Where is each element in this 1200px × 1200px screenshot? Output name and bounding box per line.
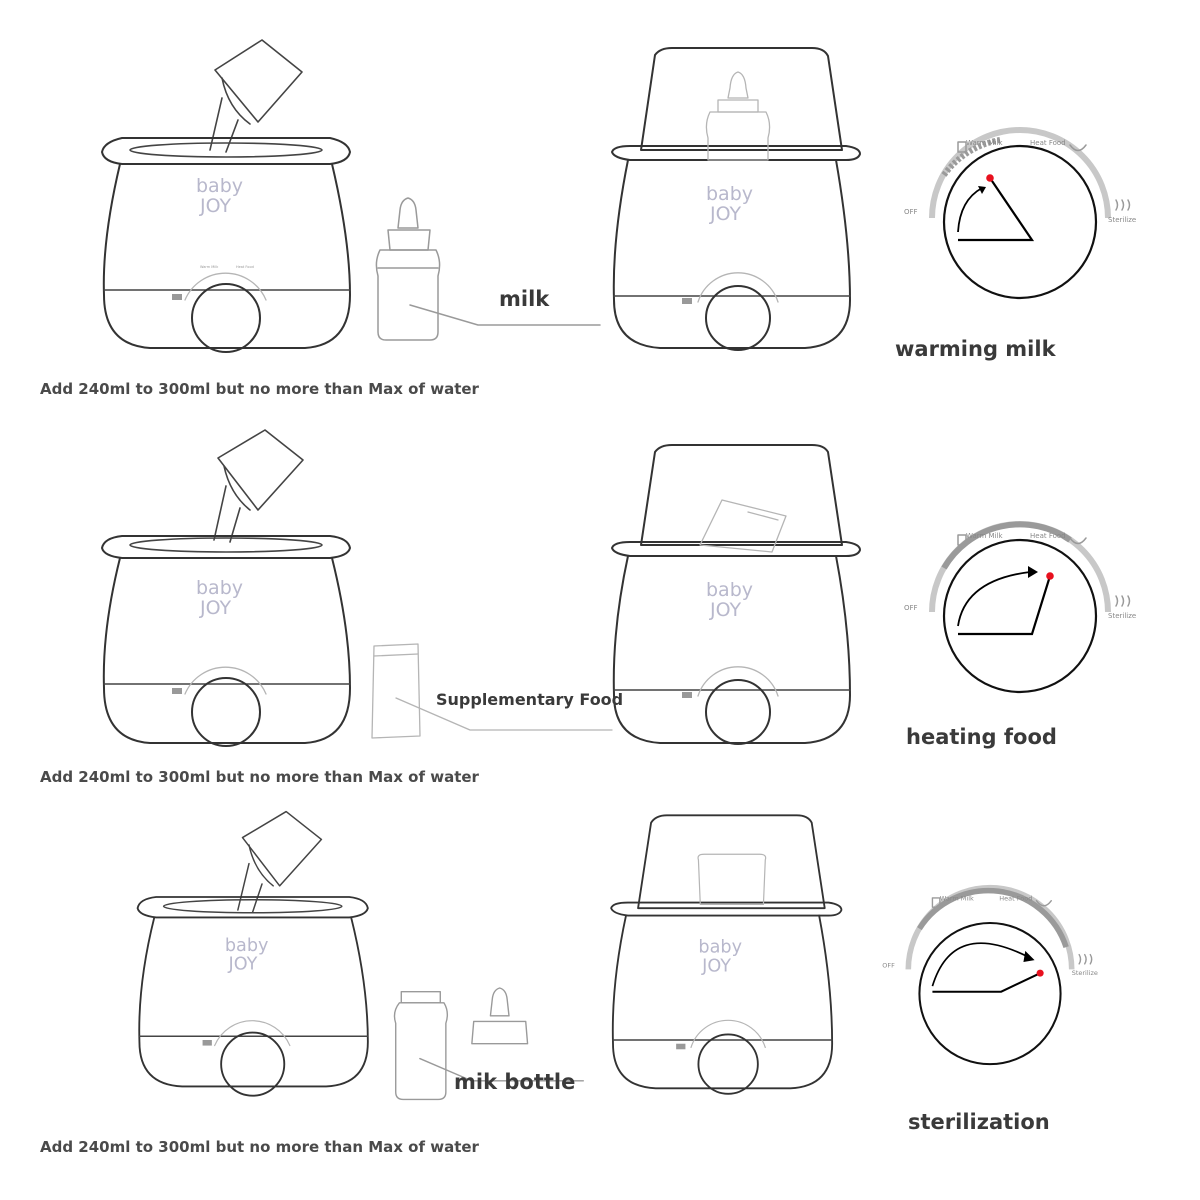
mode-label: heating food	[906, 725, 1057, 749]
warmer-with-lid-icon: baby JOY	[611, 444, 861, 745]
svg-text:OFF: OFF	[904, 208, 918, 216]
milk-bottle-icon	[375, 197, 601, 341]
svg-text:JOY: JOY	[228, 954, 258, 974]
pointer-dot	[1046, 572, 1054, 580]
svg-text:baby: baby	[225, 936, 269, 956]
svg-text:baby: baby	[706, 579, 753, 601]
svg-text:Heat Food: Heat Food	[1030, 532, 1066, 540]
pointer-dot	[1036, 969, 1044, 977]
warmer-base-icon: Warm Milk Heat Food baby JOY	[101, 137, 351, 353]
step-caption: Add 240ml to 300ml but no more than Max …	[40, 1138, 479, 1156]
svg-text:OFF: OFF	[904, 604, 918, 612]
svg-text:Sterilize: Sterilize	[1072, 969, 1098, 977]
row-art: baby JOY baby JOY	[101, 429, 1136, 747]
step-row-heat-food: baby JOY baby JOY	[0, 390, 1200, 786]
bottle-parts-icon	[393, 987, 584, 1101]
control-dial: OFF Warm Milk Heat Food Sterilize	[904, 127, 1136, 300]
svg-text:Warm Milk: Warm Milk	[940, 895, 974, 903]
svg-text:Sterilize: Sterilize	[1108, 216, 1136, 224]
warmer-with-lid-icon: baby JOY	[610, 814, 843, 1095]
item-label: Supplementary Food	[436, 690, 624, 709]
svg-text:OFF: OFF	[882, 962, 895, 970]
svg-text:Warm Milk: Warm Milk	[966, 139, 1003, 147]
svg-text:JOY: JOY	[709, 203, 742, 225]
pointer-dot	[986, 174, 994, 182]
svg-text:baby: baby	[196, 577, 243, 599]
step-row-warm-milk: Warm Milk Heat Food baby JOY	[0, 0, 1200, 398]
svg-text:JOY: JOY	[701, 956, 731, 976]
brand-logo-baby: baby	[196, 175, 243, 197]
control-dial: OFF Warm Milk Heat Food Sterilize	[904, 521, 1136, 694]
brand-logo-joy: JOY	[199, 195, 232, 217]
step-row-sterilize: baby JOY baby JOY	[0, 780, 1200, 1170]
warmer-base-icon: baby JOY	[136, 896, 369, 1097]
svg-text:Heat Food: Heat Food	[999, 895, 1032, 903]
svg-text:JOY: JOY	[709, 599, 742, 621]
warmer-base-icon: baby JOY	[101, 535, 351, 747]
svg-text:Warm Milk: Warm Milk	[200, 265, 219, 269]
item-label: milk	[499, 287, 550, 311]
svg-text:JOY: JOY	[199, 597, 232, 619]
step-caption: Add 240ml to 300ml but no more than Max …	[40, 380, 479, 398]
pouring-cup-icon	[237, 810, 323, 913]
svg-text:baby: baby	[706, 183, 753, 205]
item-label: mik bottle	[454, 1070, 576, 1094]
svg-text:Warm Milk: Warm Milk	[966, 532, 1003, 540]
step-caption: Add 240ml to 300ml but no more than Max …	[40, 768, 479, 786]
svg-text:baby: baby	[698, 938, 742, 958]
svg-text:Heat Food: Heat Food	[1030, 139, 1066, 147]
svg-text:Heat Food: Heat Food	[236, 265, 254, 269]
row-art: baby JOY baby JOY	[136, 810, 1098, 1101]
pouring-cup-icon	[213, 429, 304, 543]
warmer-with-lid-icon: baby JOY	[611, 47, 861, 351]
mode-label: sterilization	[908, 1110, 1050, 1134]
pouring-cup-icon	[209, 39, 303, 153]
mode-label: warming milk	[895, 337, 1056, 361]
food-pouch-icon	[371, 643, 613, 739]
svg-text:Sterilize: Sterilize	[1108, 612, 1136, 620]
control-dial: OFF Warm Milk Heat Food Sterilize	[882, 885, 1098, 1066]
row-art: Warm Milk Heat Food baby JOY	[101, 39, 1136, 353]
